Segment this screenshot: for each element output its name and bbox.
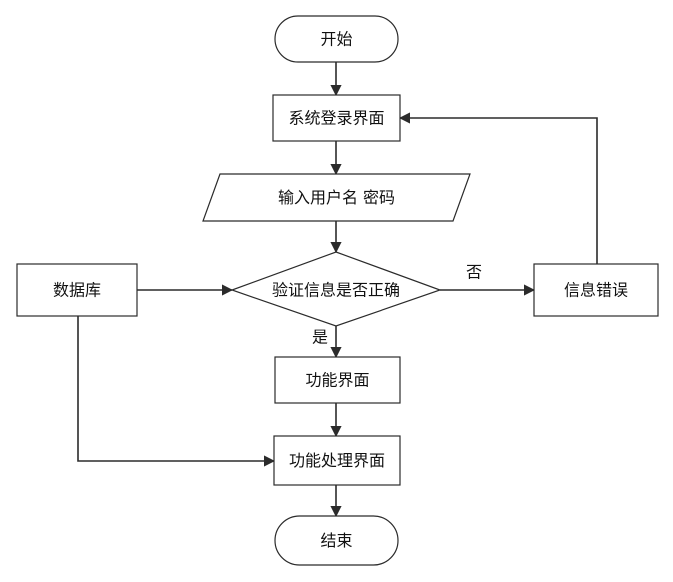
node-function-process-page-label: 功能处理界面 [289, 451, 385, 470]
node-info-error: 信息错误 [533, 263, 659, 317]
node-function-page-label: 功能界面 [305, 371, 369, 390]
node-input-credentials-label: 输入用户名 密码 [278, 188, 395, 207]
node-login-page-label: 系统登录界面 [288, 109, 384, 128]
node-input-credentials: 输入用户名 密码 [202, 173, 471, 222]
edge-label-yes: 是 [312, 328, 328, 347]
node-function-process-page: 功能处理界面 [273, 435, 401, 486]
node-start-label: 开始 [320, 30, 352, 49]
node-verify-decision: 验证信息是否正确 [230, 251, 442, 327]
node-end-label: 结束 [320, 531, 352, 550]
edge-database-to-process [77, 316, 276, 467]
node-info-error-label: 信息错误 [564, 281, 628, 300]
node-verify-label: 验证信息是否正确 [272, 281, 400, 300]
node-end: 结束 [274, 515, 399, 566]
node-database: 数据库 [16, 263, 138, 317]
edge-error-to-login [398, 112, 598, 264]
node-login-page: 系统登录界面 [272, 94, 401, 142]
node-start: 开始 [274, 15, 399, 63]
edge-label-no: 否 [466, 263, 482, 282]
node-database-label: 数据库 [53, 281, 101, 300]
node-function-page: 功能界面 [274, 356, 401, 404]
